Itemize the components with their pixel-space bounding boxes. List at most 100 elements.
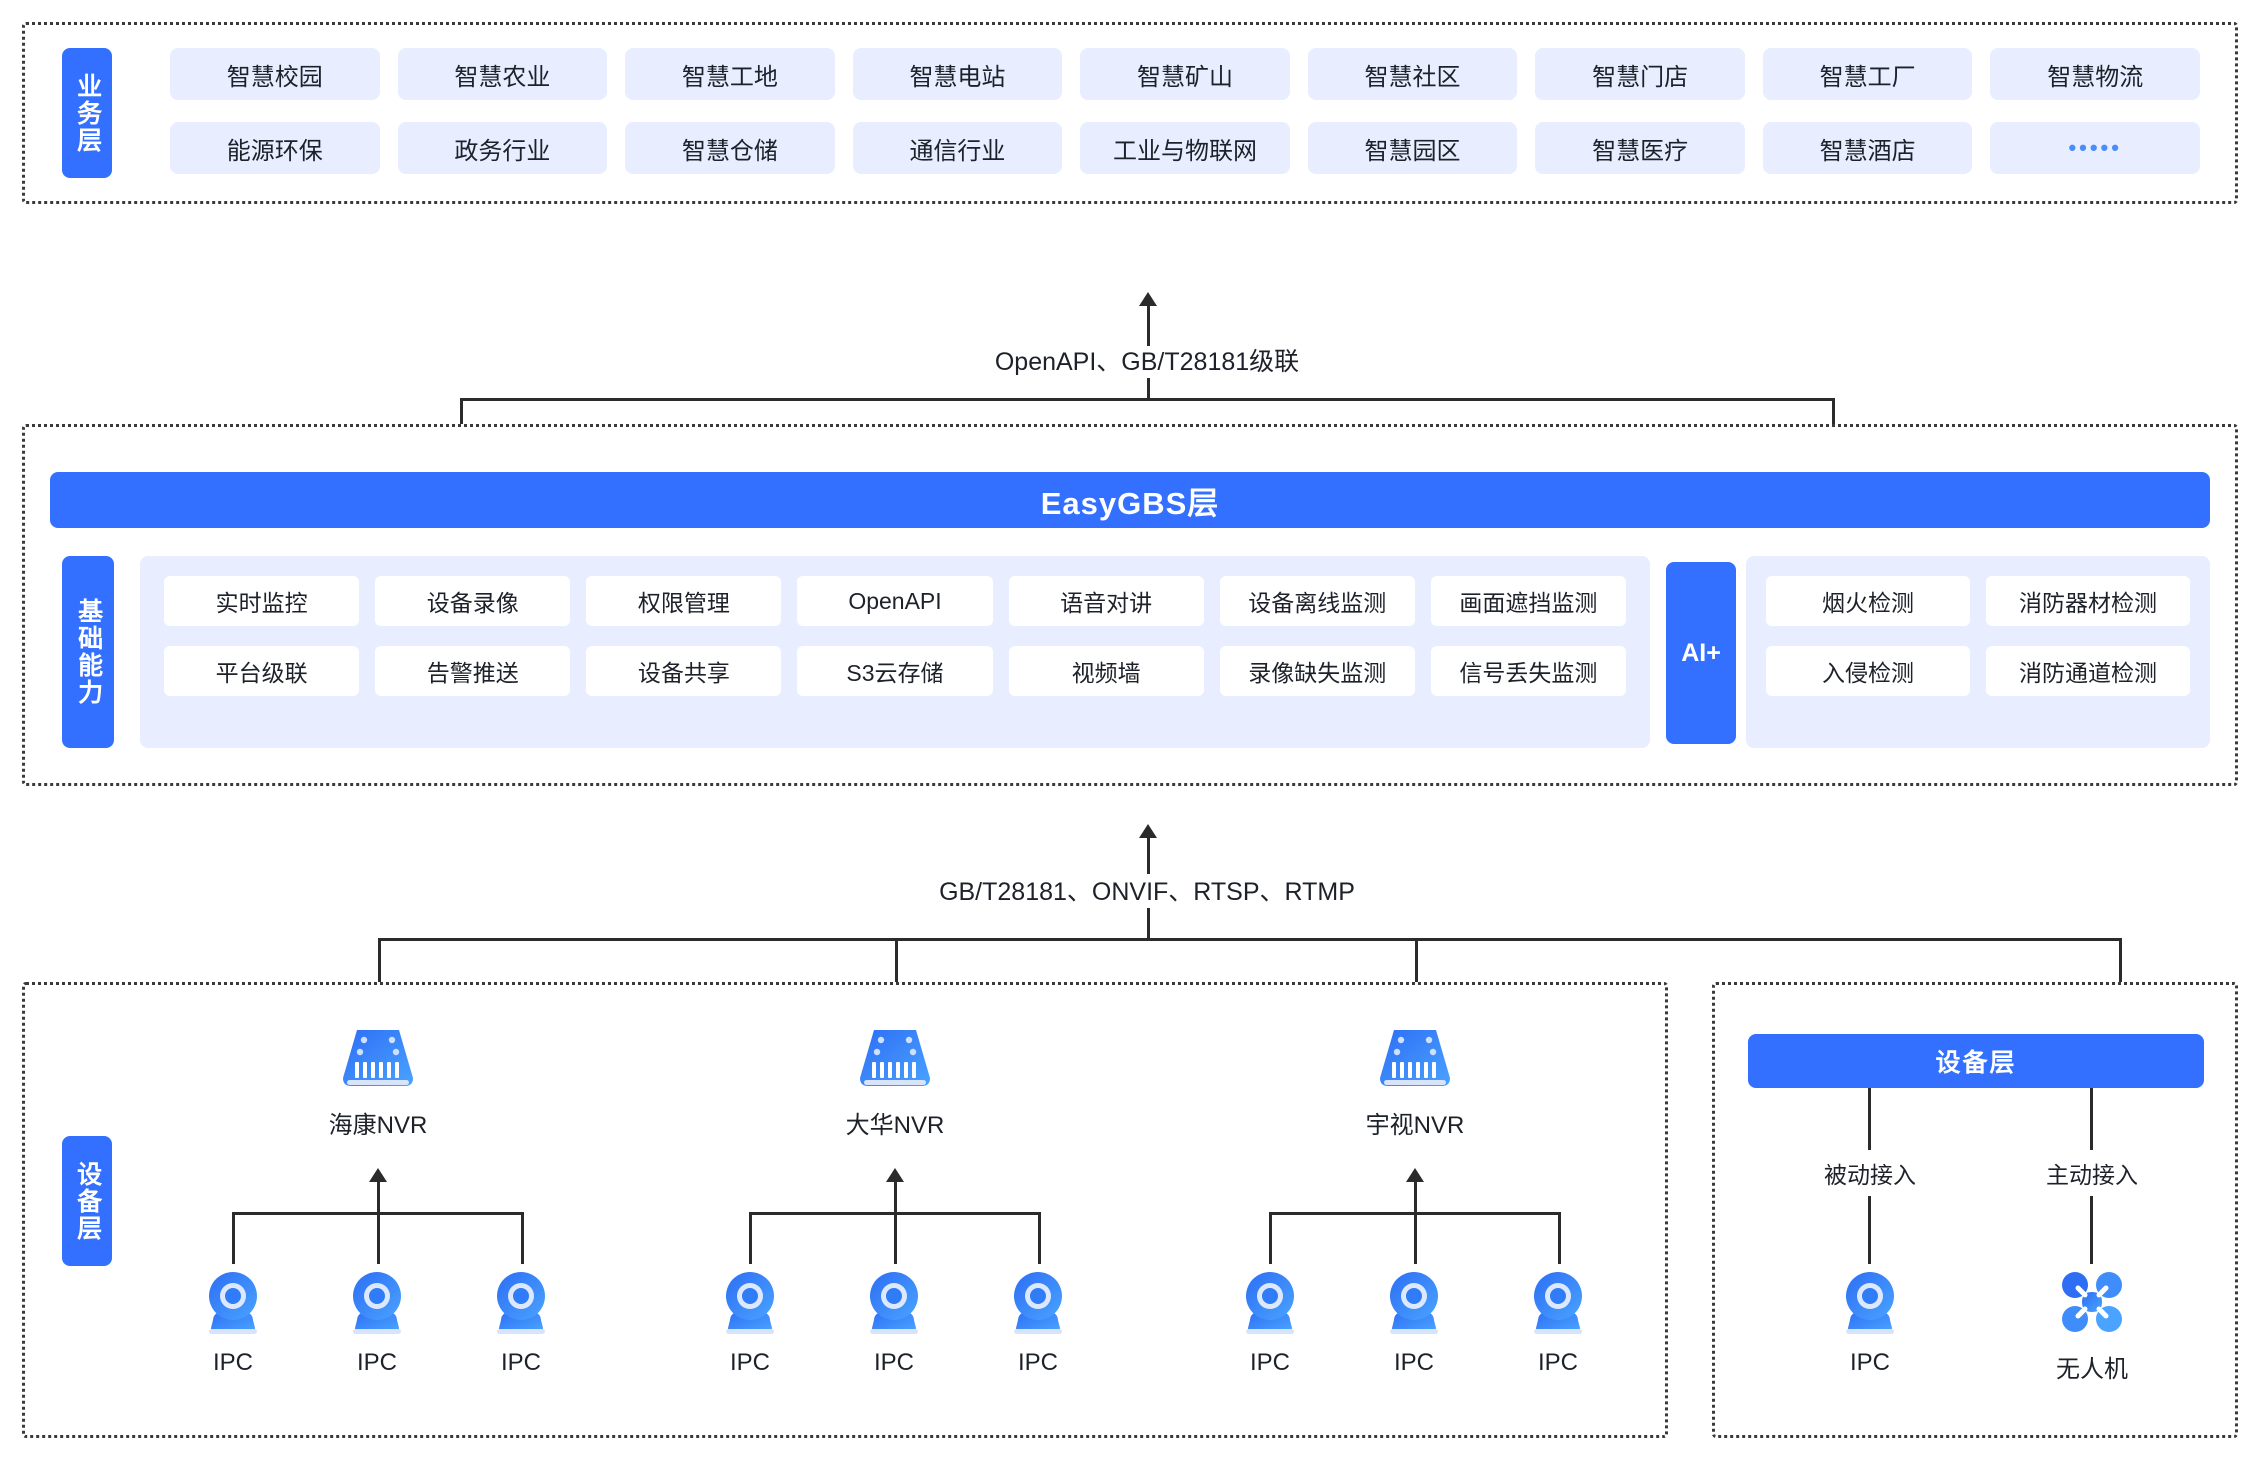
nvr-label: 宇视NVR [1365, 1112, 1465, 1139]
capability-item[interactable]: 权限管理 [586, 576, 782, 626]
nvr-label: 大华NVR [845, 1112, 945, 1139]
device-layer-left-tab: 设备层 [62, 1136, 112, 1266]
ipc-node-passive[interactable]: IPC [1823, 1266, 1917, 1377]
camera-icon [1014, 1272, 1062, 1334]
camera-icon [870, 1272, 918, 1334]
drone-icon [2062, 1272, 2122, 1332]
ai-capability-item[interactable]: 烟火检测 [1766, 576, 1970, 626]
capability-grid: 实时监控 设备录像 权限管理 OpenAPI 语音对讲 设备离线监测 画面遮挡监… [164, 576, 1626, 696]
ipc-node[interactable]: IPC [847, 1266, 941, 1377]
ipc-label: IPC [1849, 1349, 1890, 1376]
business-item[interactable]: 智慧门店 [1535, 48, 1745, 100]
camera-icon [1246, 1272, 1294, 1334]
ipc-node[interactable]: IPC [1367, 1266, 1461, 1377]
capability-item[interactable]: 画面遮挡监测 [1430, 576, 1626, 626]
capability-item[interactable]: 设备离线监测 [1219, 576, 1415, 626]
ipc-1-2-drop [377, 1212, 380, 1264]
ipc-label: IPC [873, 1349, 914, 1376]
ipc-node[interactable]: IPC [474, 1266, 568, 1377]
ipc-1-1-drop [232, 1212, 235, 1264]
drone-label: 无人机 [2056, 1356, 2128, 1383]
ipc-3-2-drop [1414, 1212, 1417, 1264]
capability-item[interactable]: 设备录像 [375, 576, 571, 626]
nvr-node[interactable]: 大华NVR [817, 1022, 973, 1140]
ipc-node[interactable]: IPC [991, 1266, 1085, 1377]
business-item[interactable]: 智慧工厂 [1762, 48, 1973, 100]
nvr-icon [860, 1030, 930, 1086]
business-item[interactable]: 通信行业 [852, 122, 1063, 174]
ipc-1-3-drop [521, 1212, 524, 1264]
capability-item[interactable]: OpenAPI [797, 576, 993, 626]
ai-capability-item[interactable]: 入侵检测 [1766, 646, 1970, 696]
business-layer-grid: 智慧校园 智慧农业 智慧工地 智慧电站 智慧矿山 智慧社区 智慧门店 智慧工厂 … [170, 48, 2200, 174]
business-item[interactable]: 智慧社区 [1307, 48, 1518, 100]
capability-item[interactable]: 视频墙 [1008, 646, 1204, 696]
capability-item[interactable]: 语音对讲 [1008, 576, 1204, 626]
ipc-label: IPC [1017, 1349, 1058, 1376]
connector-label-protocols: GB/T28181、ONVIF、RTSP、RTMP [939, 878, 1355, 906]
camera-icon [353, 1272, 401, 1334]
camera-icon [497, 1272, 545, 1334]
ipc-node[interactable]: IPC [330, 1266, 424, 1377]
business-item[interactable]: 智慧物流 [1990, 48, 2200, 100]
nvr-icon [343, 1030, 413, 1086]
ipc-2-3-drop [1038, 1212, 1041, 1264]
business-item[interactable]: 智慧医疗 [1535, 122, 1745, 174]
camera-icon [726, 1272, 774, 1334]
nvr-icon [1380, 1030, 1450, 1086]
business-item-more[interactable]: ••••• [1990, 122, 2200, 174]
active-branch-line-bottom [2090, 1196, 2093, 1264]
ipc-label: IPC [212, 1349, 253, 1376]
connector-bus-bottom [378, 938, 2120, 941]
passive-branch-line-top [1868, 1088, 1871, 1150]
camera-icon [209, 1272, 257, 1334]
connector-arrow-up-bottom [1139, 824, 1157, 838]
connector-line-bottom-stem [1147, 838, 1150, 874]
device-layer-right-title: 设备层 [1748, 1034, 2204, 1088]
business-item[interactable]: 智慧电站 [852, 48, 1063, 100]
business-item[interactable]: 能源环保 [170, 122, 380, 174]
drone-node[interactable]: 无人机 [2045, 1266, 2139, 1384]
ipc-3-3-drop [1558, 1212, 1561, 1264]
capability-item[interactable]: S3云存储 [797, 646, 993, 696]
connector-arrow-up-top [1139, 292, 1157, 306]
active-access-label: 主动接入 [2046, 1162, 2138, 1188]
capability-item[interactable]: 实时监控 [164, 576, 360, 626]
ipc-node[interactable]: IPC [1223, 1266, 1317, 1377]
connector-line-top-stem2 [1147, 378, 1150, 400]
business-item[interactable]: 智慧仓储 [625, 122, 835, 174]
ipc-label: IPC [1393, 1349, 1434, 1376]
business-item[interactable]: 工业与物联网 [1080, 122, 1290, 174]
nvr-node[interactable]: 宇视NVR [1337, 1022, 1493, 1140]
ipc-node[interactable]: IPC [1511, 1266, 1605, 1377]
connector-label-openapi: OpenAPI、GB/T28181级联 [994, 348, 1300, 376]
ipc-label: IPC [356, 1349, 397, 1376]
passive-branch-line-bottom [1868, 1196, 1871, 1264]
ai-capability-item[interactable]: 消防器材检测 [1986, 576, 2190, 626]
ipc-2-1-drop [749, 1212, 752, 1264]
easygbs-layer-bar: EasyGBS层 [50, 472, 2210, 528]
capability-item[interactable]: 录像缺失监测 [1219, 646, 1415, 696]
platform-layer-tab: 基础能力 [62, 556, 114, 748]
business-item[interactable]: 智慧校园 [170, 48, 380, 100]
connector-bus-top [460, 398, 1835, 401]
camera-icon [1390, 1272, 1438, 1334]
business-item[interactable]: 政务行业 [397, 122, 608, 174]
business-item[interactable]: 智慧酒店 [1762, 122, 1973, 174]
nvr-label: 海康NVR [328, 1112, 428, 1139]
business-item[interactable]: 智慧工地 [625, 48, 835, 100]
nvr-node[interactable]: 海康NVR [300, 1022, 456, 1140]
business-item[interactable]: 智慧园区 [1307, 122, 1518, 174]
capability-item[interactable]: 设备共享 [586, 646, 782, 696]
ipc-label: IPC [1249, 1349, 1290, 1376]
business-item[interactable]: 智慧农业 [397, 48, 608, 100]
active-branch-line-top [2090, 1088, 2093, 1150]
ipc-node[interactable]: IPC [186, 1266, 280, 1377]
capability-item[interactable]: 信号丢失监测 [1430, 646, 1626, 696]
business-item[interactable]: 智慧矿山 [1080, 48, 1290, 100]
capability-item[interactable]: 平台级联 [164, 646, 360, 696]
ipc-node[interactable]: IPC [703, 1266, 797, 1377]
ai-capability-item[interactable]: 消防通道检测 [1986, 646, 2190, 696]
capability-item[interactable]: 告警推送 [375, 646, 571, 696]
